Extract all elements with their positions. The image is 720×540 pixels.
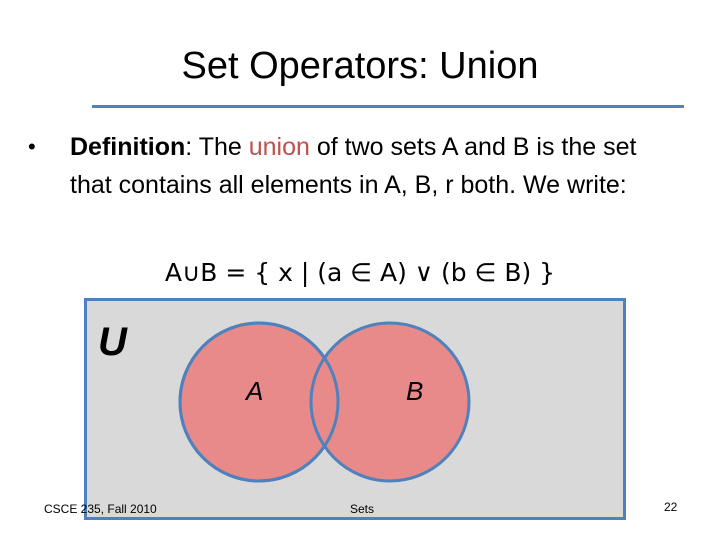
footer-topic: Sets <box>350 502 375 516</box>
slide-title: Set Operators: Union <box>181 45 539 87</box>
venn-diagram: U A B <box>84 298 626 520</box>
page-number: 22 <box>664 500 678 514</box>
set-a-outline <box>178 321 340 483</box>
union-formula: A∪B = { x | (a ∈ A) ∨ (b ∈ B) } <box>164 258 556 287</box>
definition-text: Definition: The union of two sets A and … <box>70 128 682 204</box>
definition-rest: of two sets A and B is the set that cont… <box>70 133 637 199</box>
venn-svg <box>84 298 626 520</box>
set-a-label: A <box>246 376 264 406</box>
footer-course: CSCE 235, Fall 2010 <box>44 502 157 516</box>
title-underline <box>92 105 684 108</box>
definition-connector: : The <box>185 133 249 161</box>
definition-term: Definition <box>70 133 186 161</box>
set-b-circle <box>309 321 471 483</box>
set-b-label: B <box>406 376 424 406</box>
bullet-dot-icon: • <box>28 134 36 159</box>
universe-label: U <box>98 320 127 364</box>
union-highlight: union <box>248 133 310 161</box>
